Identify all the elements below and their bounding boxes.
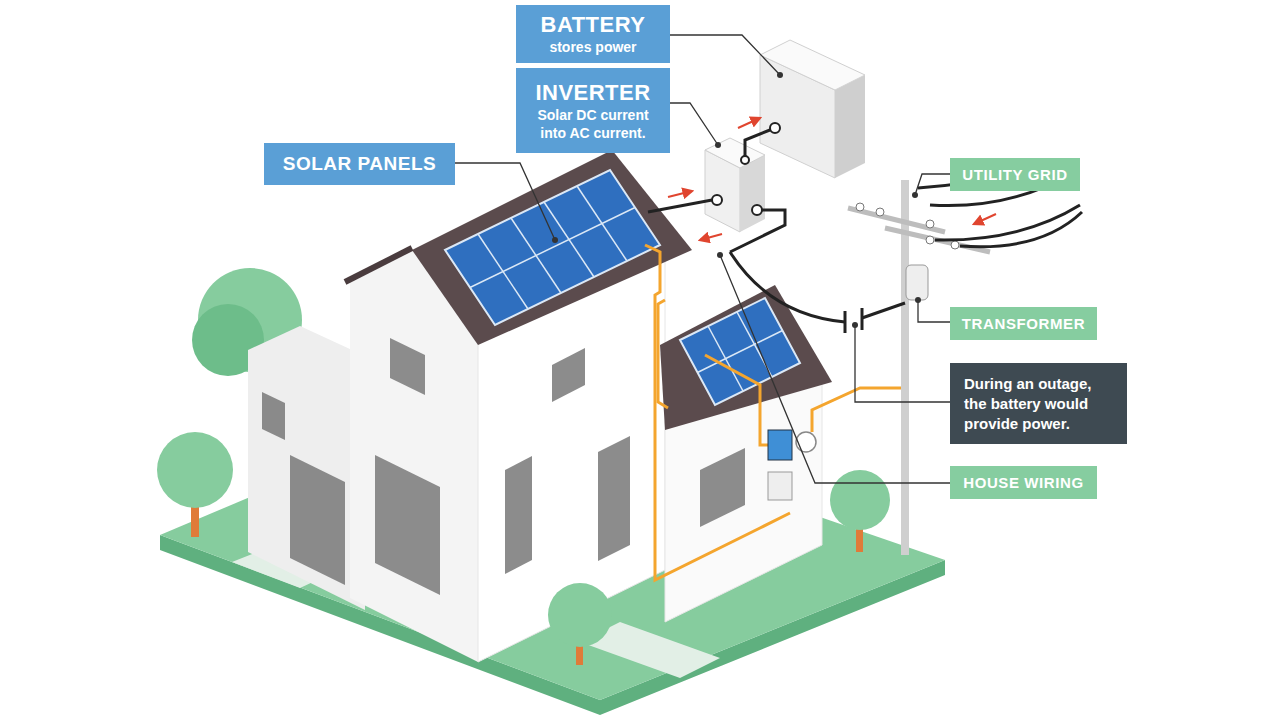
door [505, 456, 532, 574]
label-heading: BATTERY [541, 12, 646, 38]
battery-box [760, 40, 865, 90]
garage-door [290, 455, 345, 585]
house-wiring-label: HOUSE WIRING [950, 466, 1097, 499]
battery-label: BATTERYstores power [516, 5, 670, 63]
transformer [906, 265, 928, 300]
disconnect-switch [861, 308, 864, 330]
inverter-label: INVERTERSolar DC current into AC current… [516, 68, 670, 153]
window [700, 448, 745, 527]
battery-box [835, 75, 865, 178]
label-heading: INVERTER [535, 80, 650, 106]
roof-eave [345, 248, 412, 282]
ports [712, 123, 780, 215]
window [375, 455, 440, 595]
label-body: stores power [549, 38, 636, 56]
roof [660, 285, 832, 430]
insulators [856, 203, 959, 249]
disconnect-switch [844, 311, 847, 333]
meter [796, 432, 816, 452]
note-box: During an outage, the battery would prov… [950, 363, 1127, 444]
window [390, 338, 425, 395]
label-heading: UTILITY GRID [962, 166, 1067, 183]
utility-pole [901, 180, 909, 555]
label-heading: HOUSE WIRING [963, 474, 1084, 491]
label-body: Solar DC current into AC current. [528, 106, 658, 142]
window [598, 436, 630, 561]
tree [157, 432, 233, 508]
leader-lines [455, 35, 950, 483]
inverter-box [705, 138, 765, 168]
house-wall [248, 326, 365, 610]
label-heading: SOLAR PANELS [283, 153, 436, 175]
window [552, 348, 585, 402]
tree [548, 583, 612, 647]
solar-panels-label: SOLAR PANELS [264, 143, 455, 185]
flow-arrows [668, 118, 996, 240]
disconnect-box [768, 472, 792, 500]
utility-grid-label: UTILITY GRID [950, 158, 1080, 191]
tree [830, 470, 890, 530]
label-heading: During an outage, the battery would prov… [964, 374, 1113, 434]
panel-grid [470, 186, 635, 309]
transformer-label: TRANSFORMER [950, 307, 1097, 340]
solar-panel [445, 170, 660, 325]
solar-panel [680, 298, 800, 405]
dc-wires [648, 128, 905, 322]
panel-grid [698, 312, 783, 391]
window [262, 392, 285, 440]
label-heading: TRANSFORMER [962, 315, 1085, 332]
power-lines [918, 160, 1082, 247]
house-wiring [645, 245, 905, 580]
breaker-box [768, 430, 792, 460]
